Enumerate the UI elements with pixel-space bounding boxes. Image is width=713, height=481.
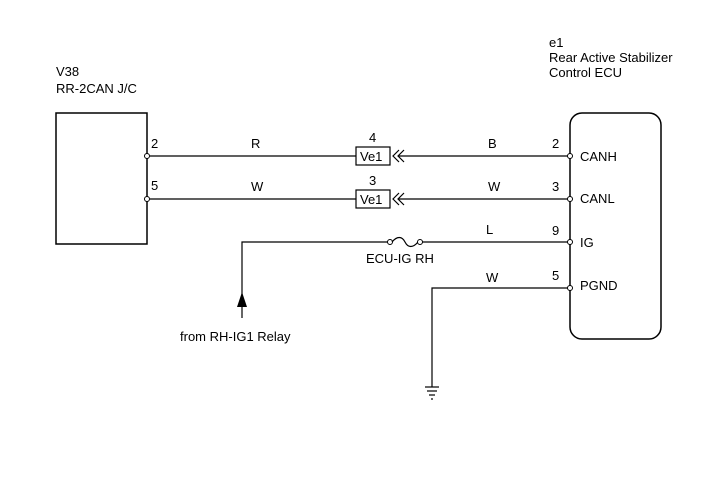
jc-pin-2-terminal — [144, 153, 150, 159]
canh-left-color: R — [251, 136, 260, 151]
ecu-pin-canh-terminal — [567, 153, 573, 159]
canl-right-color: W — [488, 179, 501, 194]
ecu-pin-ig-terminal — [567, 239, 573, 245]
jc-box — [55, 112, 148, 245]
jc-name: RR-2CAN J/C — [56, 81, 137, 96]
ecu-pin-num-canl: 3 — [552, 179, 559, 194]
ecu-pin-pgnd-terminal — [567, 285, 573, 291]
ecu-box — [569, 112, 662, 340]
canh-connector-label: Ve1 — [360, 149, 382, 164]
ecu-code: e1 — [549, 35, 563, 50]
ecu-name-line2: Control ECU — [549, 65, 622, 80]
canl-connector-label: Ve1 — [360, 192, 382, 207]
canh-right-color: B — [488, 136, 497, 151]
ground-icon — [425, 386, 439, 400]
source-arrow-icon — [237, 292, 247, 307]
jc-pin-5-terminal — [144, 196, 150, 202]
fuse-icon — [391, 236, 419, 248]
ecu-pin-num-ig: 9 — [552, 223, 559, 238]
jc-pin-5: 5 — [151, 178, 158, 193]
ecu-pin-num-canh: 2 — [552, 136, 559, 151]
ig-wire-color: L — [486, 222, 493, 237]
ecu-pin-label-pgnd: PGND — [580, 278, 618, 293]
canh-connector-pin: 4 — [369, 130, 376, 145]
canh-connector-box — [355, 146, 391, 166]
ecu-pin-canl-terminal — [567, 196, 573, 202]
pgnd-wire-color: W — [486, 270, 499, 285]
jc-code: V38 — [56, 64, 79, 79]
canl-left-color: W — [251, 179, 264, 194]
fuse-terminal-right — [417, 239, 423, 245]
ecu-name-line1: Rear Active Stabilizer — [549, 50, 673, 65]
canl-connector-box — [355, 189, 391, 209]
ecu-pin-num-pgnd: 5 — [552, 268, 559, 283]
pgnd-wire — [431, 287, 570, 387]
source-label: from RH-IG1 Relay — [180, 329, 291, 344]
fuse-label: ECU-IG RH — [366, 251, 434, 266]
jc-pin-2: 2 — [151, 136, 158, 151]
ecu-pin-label-canh: CANH — [580, 149, 617, 164]
fuse-terminal-left — [387, 239, 393, 245]
ecu-pin-label-canl: CANL — [580, 191, 615, 206]
canl-connector-pin: 3 — [369, 173, 376, 188]
ig-wire-left — [241, 241, 388, 295]
ecu-pin-label-ig: IG — [580, 235, 594, 250]
